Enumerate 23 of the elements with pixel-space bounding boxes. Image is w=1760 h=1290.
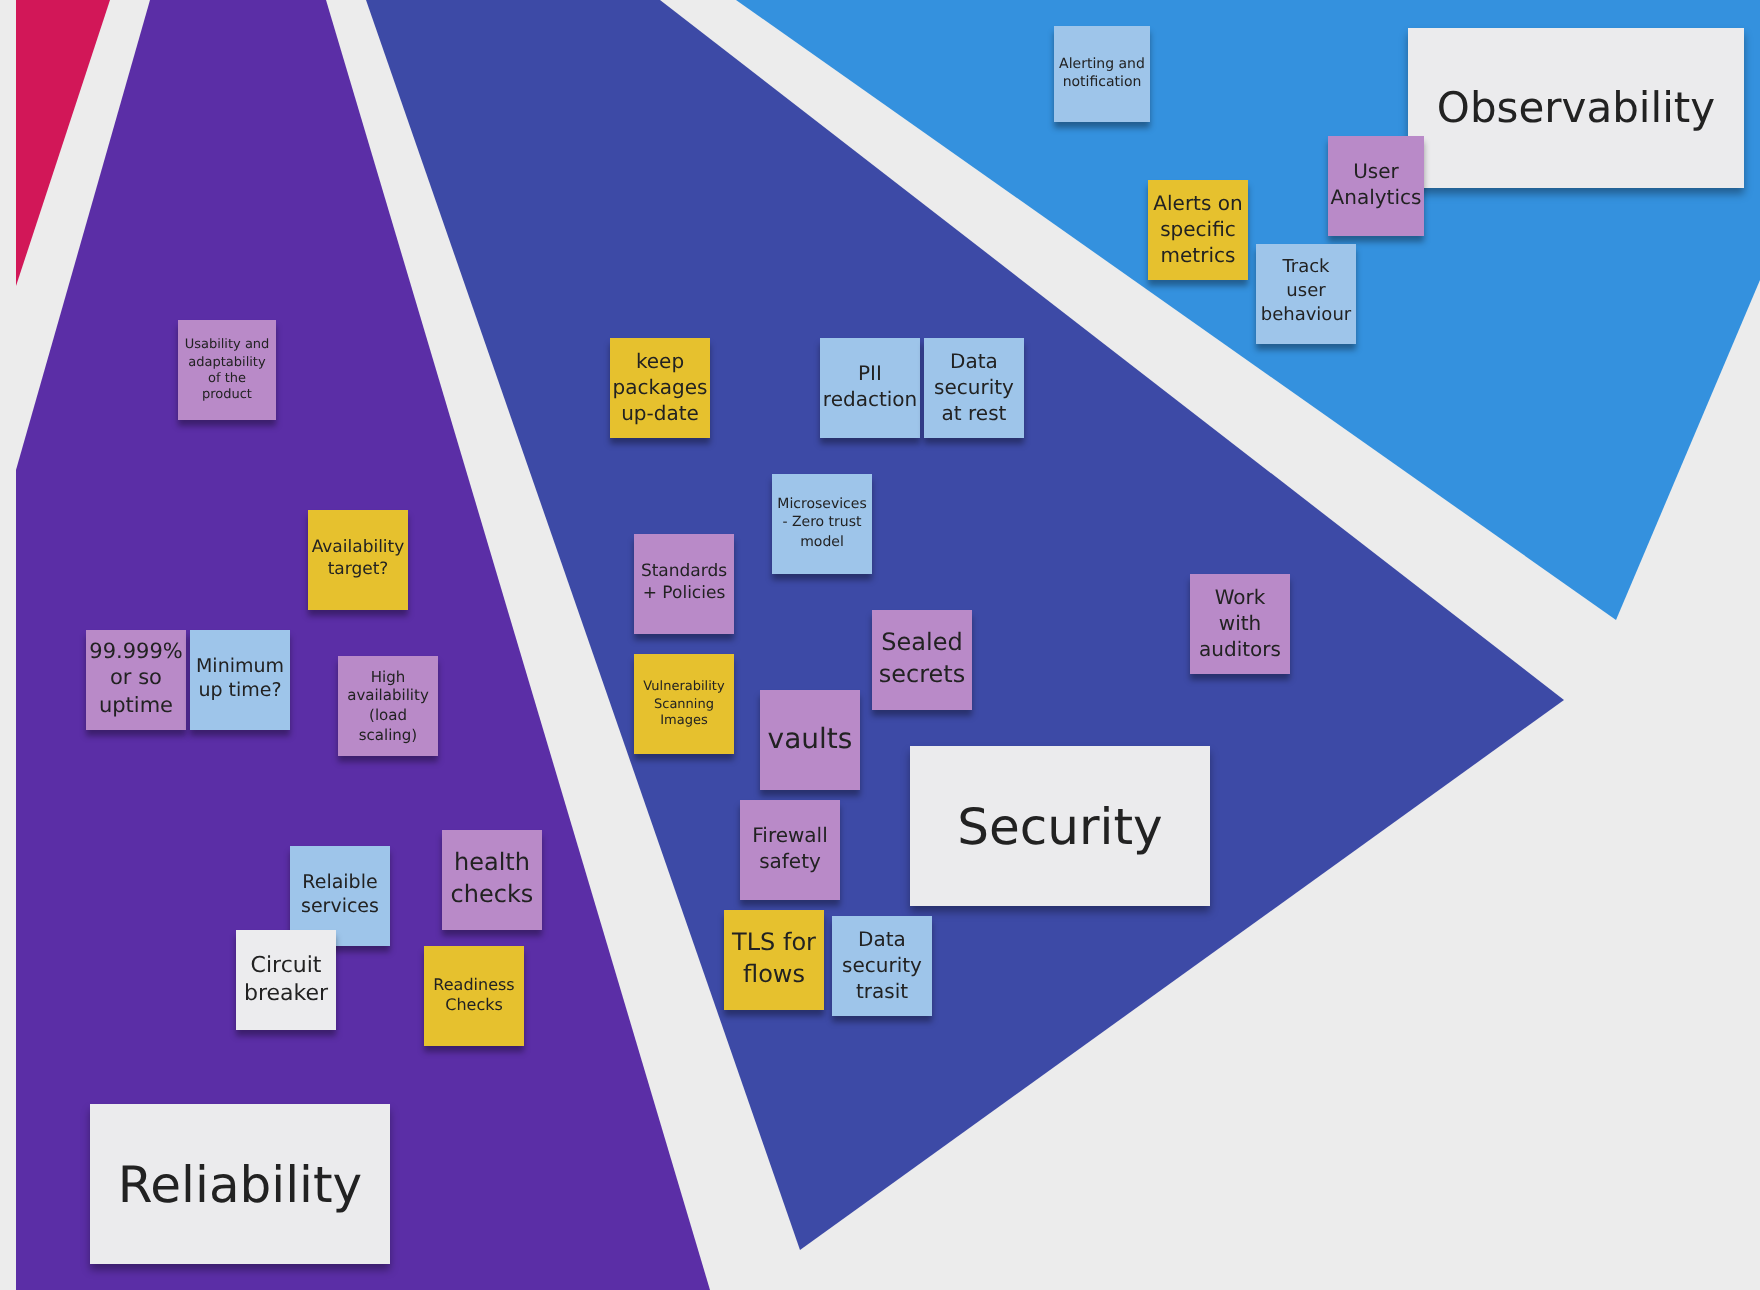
sticky-note: health checks	[442, 830, 542, 930]
sticky-note: Relaible services	[290, 846, 390, 946]
sticky-note: TLS for flows	[724, 910, 824, 1010]
sticky-note: User Analytics	[1328, 136, 1424, 236]
sticky-note: Circuit breaker	[236, 930, 336, 1030]
title-card: Security	[910, 746, 1210, 906]
sticky-note: Work with auditors	[1190, 574, 1290, 674]
sticky-note: Data security trasit	[832, 916, 932, 1016]
title-card: Reliability	[90, 1104, 390, 1264]
sticky-note: Availability target?	[308, 510, 408, 610]
sticky-note: Track user behaviour	[1256, 244, 1356, 344]
sticky-note: vaults	[760, 690, 860, 790]
sticky-note: 99.999% or so uptime	[86, 630, 186, 730]
sticky-note: Standards + Policies	[634, 534, 734, 634]
sticky-note: Data security at rest	[924, 338, 1024, 438]
sticky-note: PII redaction	[820, 338, 920, 438]
title-card: Observability	[1408, 28, 1744, 188]
sticky-note: keep packages up-date	[610, 338, 710, 438]
sticky-note: Alerts on specific metrics	[1148, 180, 1248, 280]
sticky-note: Readiness Checks	[424, 946, 524, 1046]
sticky-note: Minimum up time?	[190, 630, 290, 730]
sticky-note: Firewall safety	[740, 800, 840, 900]
sticky-note: Sealed secrets	[872, 610, 972, 710]
